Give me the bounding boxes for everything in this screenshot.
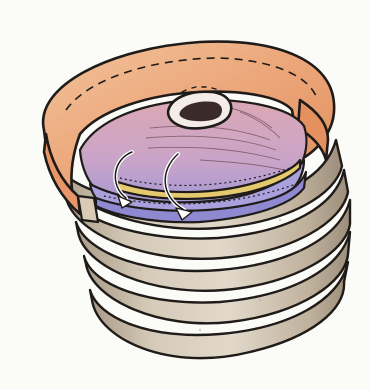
front-notch: [78, 196, 98, 222]
